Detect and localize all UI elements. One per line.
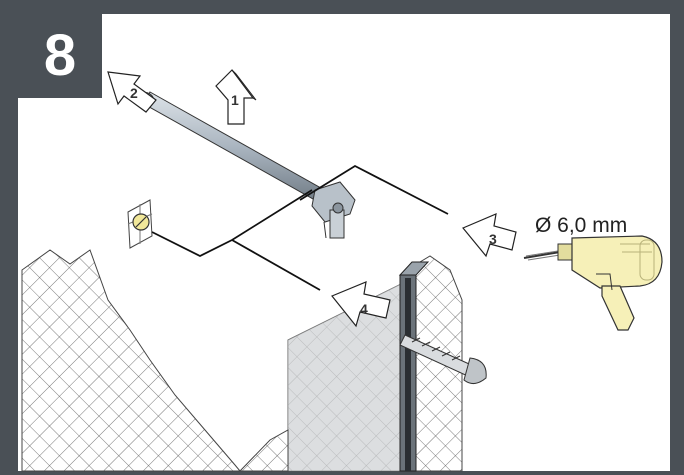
stabilizer-bar (139, 91, 356, 239)
drill-bit-size-label: Ø 6,0 mm (535, 214, 628, 237)
arrow-3-label: 3 (489, 231, 497, 247)
arrow-2-label: 2 (130, 85, 138, 101)
drill-icon (523, 235, 663, 331)
arrow-1-label: 1 (231, 92, 239, 108)
wall-drill-mark (127, 199, 153, 249)
step-number: 8 (18, 14, 102, 98)
arrow-4-label: 4 (360, 301, 368, 317)
glass-panel (287, 281, 406, 472)
arrow-4: 4 (331, 281, 391, 328)
tiled-wall-left (21, 249, 242, 472)
leader-lines (151, 164, 449, 291)
arrow-3: 3 (462, 213, 517, 258)
wall-profile (398, 261, 430, 472)
arrow-2: 2 (107, 71, 157, 113)
tiled-wall-right (238, 255, 463, 472)
arrow-1: 1 (215, 69, 257, 125)
screw-and-wall-plug (399, 334, 487, 384)
